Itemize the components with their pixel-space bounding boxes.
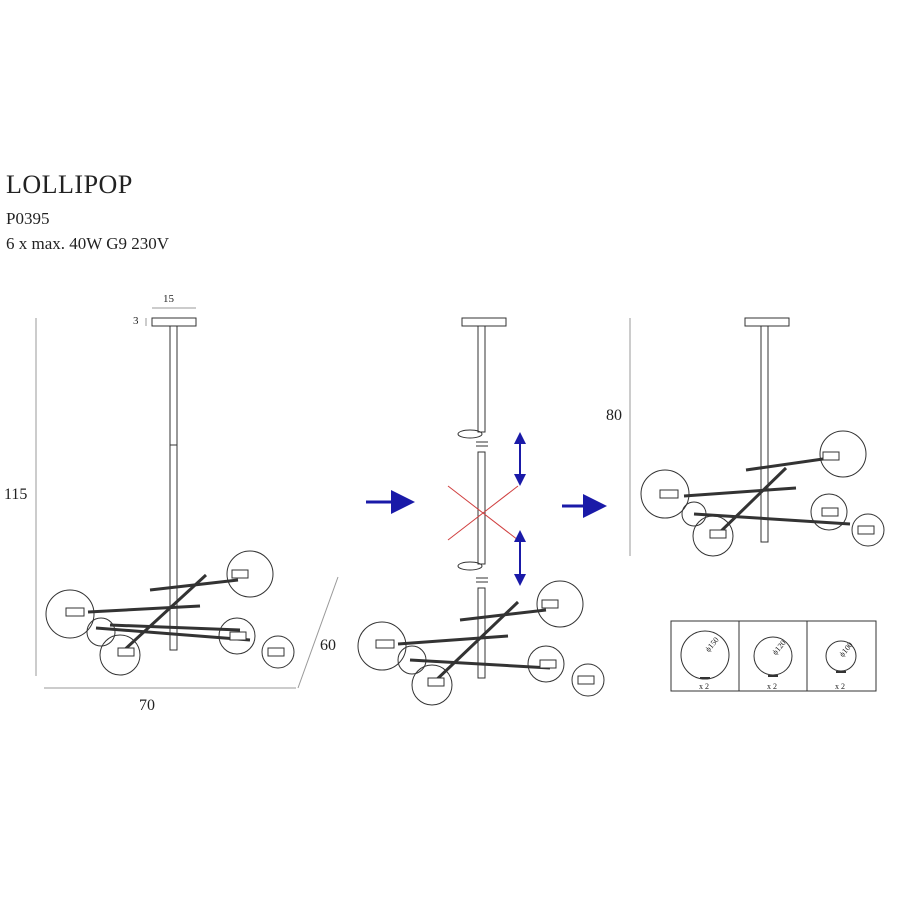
globe-small bbox=[86, 617, 116, 647]
product-code: P0395 bbox=[6, 209, 50, 228]
product-spec: 6 x max. 40W G9 230V bbox=[6, 234, 170, 253]
shade-qty-label: x 2 bbox=[699, 682, 709, 691]
globe-150 bbox=[357, 621, 407, 671]
globe-120 bbox=[527, 645, 565, 683]
globe-120 bbox=[810, 493, 848, 531]
canopy bbox=[151, 317, 197, 327]
shade-legend bbox=[670, 620, 877, 692]
product-name: LOLLIPOP bbox=[6, 170, 133, 199]
globe-120 bbox=[99, 634, 141, 676]
globe-120 bbox=[218, 617, 256, 655]
globe-150 bbox=[640, 469, 690, 519]
globe-150 bbox=[226, 550, 274, 598]
globe-150 bbox=[819, 430, 867, 478]
globe-120 bbox=[692, 515, 734, 557]
globe-100 bbox=[571, 663, 605, 697]
globe-100 bbox=[261, 635, 295, 669]
dim-canopy-height: 3 bbox=[133, 315, 139, 327]
globe-small bbox=[397, 645, 427, 675]
dim-canopy-width: 15 bbox=[163, 293, 174, 305]
lamp-view-full bbox=[35, 307, 339, 689]
lamp-view-short bbox=[629, 317, 885, 557]
dim-width: 70 bbox=[139, 697, 155, 714]
rod bbox=[169, 325, 178, 651]
shade-qty-label: x 2 bbox=[767, 682, 777, 691]
globe-120 bbox=[411, 664, 453, 706]
globe-150 bbox=[45, 589, 95, 639]
rotate-icon bbox=[457, 429, 483, 439]
dim-depth: 60 bbox=[320, 637, 336, 654]
lamp-view-shorten bbox=[357, 317, 605, 706]
rod bbox=[760, 325, 769, 543]
rotate-icon bbox=[457, 561, 483, 571]
dim-total-height: 115 bbox=[4, 486, 28, 503]
canopy bbox=[744, 317, 790, 327]
shade-150-circle bbox=[680, 630, 730, 680]
dim-shortened-height: 80 bbox=[606, 407, 622, 424]
depth-dimension-line bbox=[297, 576, 339, 689]
globe-150 bbox=[536, 580, 584, 628]
shade-qty-label: x 2 bbox=[835, 682, 845, 691]
globe-100 bbox=[851, 513, 885, 547]
globe-small bbox=[681, 501, 707, 527]
canopy bbox=[461, 317, 507, 327]
